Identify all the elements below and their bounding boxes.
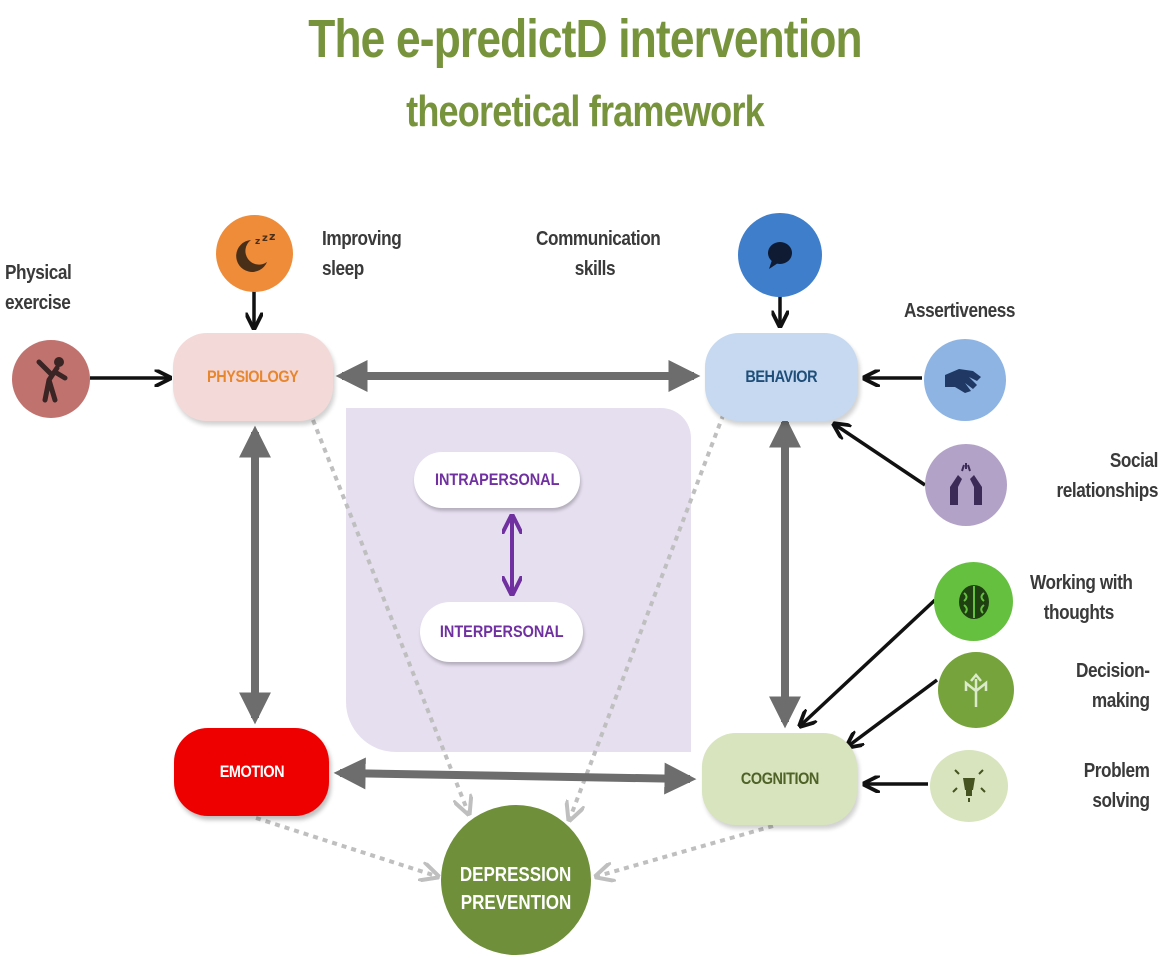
cognition-node: COGNITION — [702, 733, 857, 825]
decision-making-label: Decision- making — [1076, 660, 1150, 712]
depression-label-line2: PREVENTION — [460, 892, 572, 914]
handshake-icon — [924, 339, 1006, 421]
arrow-social-behavior — [834, 424, 926, 487]
depression-prevention-node: DEPRESSION PREVENTION — [441, 805, 591, 955]
svg-text:z: z — [262, 233, 268, 244]
stretching-person-icon — [12, 340, 90, 418]
moon-sleep-icon: z z z — [216, 215, 293, 292]
arrow-thoughts-cognition — [800, 598, 937, 726]
improving-sleep-label: Improving sleep — [322, 228, 402, 280]
physical-exercise-label: Physical exercise — [5, 262, 72, 314]
diagram-subtitle: theoretical framework — [406, 87, 765, 136]
split-arrows-icon — [938, 652, 1014, 728]
dotted-arrow-emotion-depression — [255, 816, 436, 876]
interpersonal-node: INTERPERSONAL — [420, 602, 583, 662]
social-relationships-label: Social relationships — [1056, 450, 1159, 502]
svg-text:z: z — [255, 237, 260, 247]
problem-solving-label: Problem solving — [1084, 760, 1150, 812]
lightbulb-icon — [930, 750, 1008, 822]
dotted-arrow-behavior-depression — [570, 404, 729, 818]
diagram-title: The e-predictD intervention — [308, 9, 862, 69]
svg-text:z: z — [269, 230, 275, 243]
arrow-decision-cognition — [847, 678, 939, 747]
cognition-label: COGNITION — [740, 769, 819, 788]
assertiveness-label: Assertiveness — [904, 300, 1016, 322]
raised-hands-icon — [925, 444, 1007, 526]
speech-bubble-icon — [738, 213, 822, 297]
behavior-label: BEHAVIOR — [745, 367, 818, 386]
dotted-arrow-cognition-depression — [598, 824, 774, 876]
behavior-node: BEHAVIOR — [705, 333, 858, 421]
physiology-node: PHYSIOLOGY — [173, 333, 333, 421]
working-with-thoughts-label: Working with thoughts — [1030, 572, 1133, 624]
intrapersonal-label: INTRAPERSONAL — [434, 470, 560, 489]
physiology-label: PHYSIOLOGY — [207, 367, 299, 386]
brain-icon — [934, 562, 1013, 641]
emotion-node: EMOTION — [174, 728, 329, 816]
communication-skills-label: Communication skills — [536, 228, 661, 280]
interpersonal-label: INTERPERSONAL — [439, 622, 564, 641]
depression-label-line1: DEPRESSION — [460, 864, 572, 886]
emotion-label: EMOTION — [219, 762, 284, 781]
intrapersonal-node: INTRAPERSONAL — [414, 452, 580, 508]
dotted-arrow-physiology-depression — [311, 419, 468, 812]
arrow-emotion-cognition — [333, 757, 697, 795]
